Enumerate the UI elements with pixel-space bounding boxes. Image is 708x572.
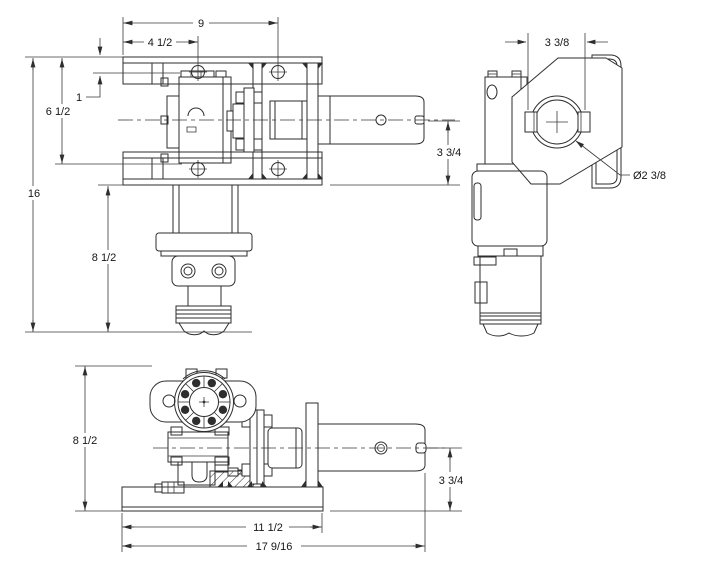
bolt-hole [269, 63, 287, 81]
hydraulic-motor-front [156, 185, 252, 335]
output-shaft-bottom [318, 424, 425, 471]
motor-face [150, 369, 256, 432]
front-view [118, 57, 455, 335]
dim-label-front-frame-height: 6 1/2 [46, 106, 70, 118]
dim-label-bottom-height: 8 1/2 [73, 435, 97, 447]
gearbox-bottom [155, 427, 262, 493]
dimension-annotations: 9 4 1/2 1 6 1/2 16 8 1/2 [23, 16, 666, 554]
bottom-view [122, 369, 445, 511]
dim-label-front-width-half: 4 1/2 [148, 37, 172, 49]
dim-label-front-plate-offset: 1 [76, 92, 82, 104]
bolt-hole [269, 160, 287, 178]
shaft-support-plate [306, 403, 318, 487]
dim-label-bottom-shaft-to-base: 3 3/4 [439, 475, 463, 487]
dim-label-front-overall-height: 16 [28, 188, 40, 200]
side-view [472, 55, 622, 336]
dim-label-side-shaft-dia: Ø2 3/8 [633, 170, 666, 182]
dim-label-front-motor-drop: 8 1/2 [92, 252, 116, 264]
bolt-hole [189, 63, 207, 81]
dim-label-front-shaft-to-base: 3 3/4 [437, 147, 461, 159]
dim-label-side-hub-width: 3 3/8 [545, 37, 569, 49]
dim-label-bottom-base-length: 11 1/2 [253, 522, 283, 534]
dim-label-bottom-overall-length: 17 9/16 [256, 541, 293, 553]
dim-label-front-width: 9 [198, 18, 204, 30]
bolt-hole [189, 160, 207, 178]
hydraulic-motor-side [472, 171, 547, 336]
